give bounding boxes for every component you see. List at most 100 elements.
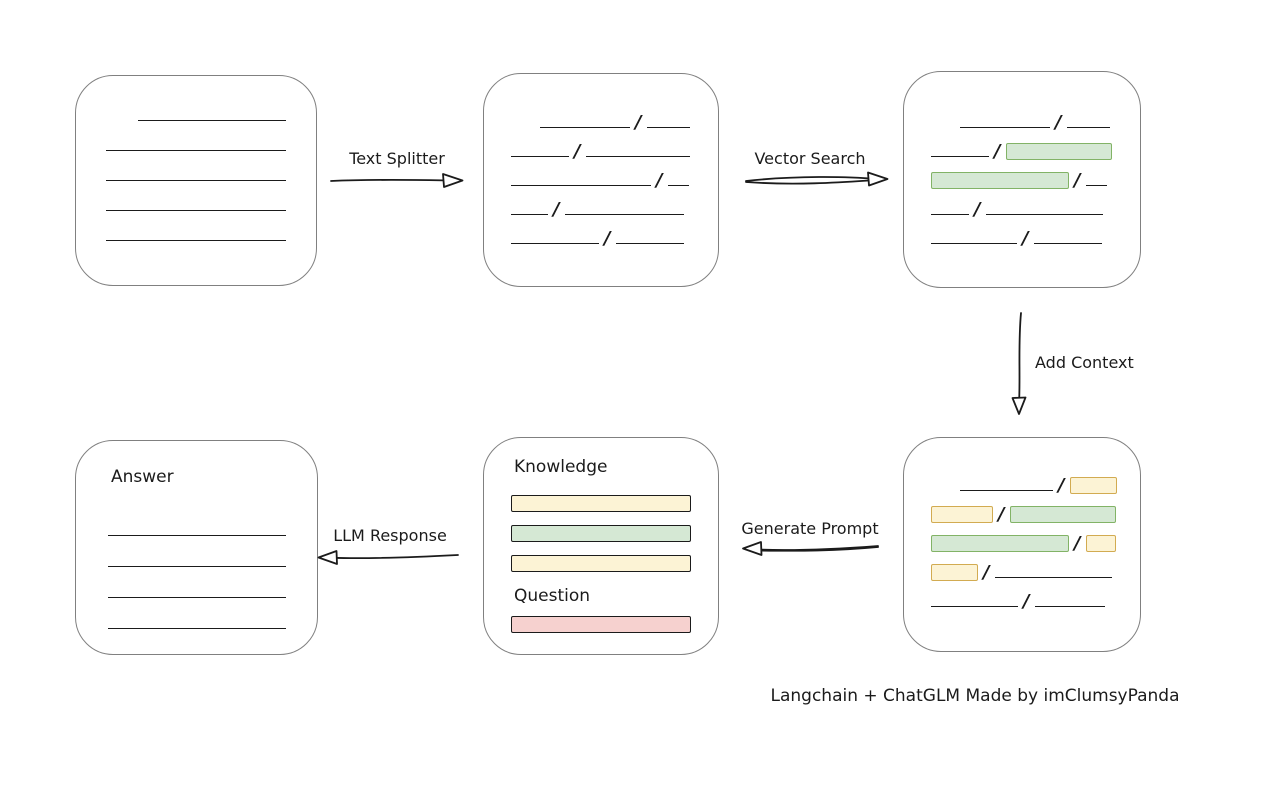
vector-search-label: Vector Search (754, 149, 866, 168)
text-line (1085, 185, 1107, 186)
text-row: / (931, 549, 1112, 582)
text-row: / (931, 215, 1111, 248)
slash-separator: / (574, 141, 581, 162)
vector-matched-chunks-box: / / / / / (903, 71, 1141, 288)
knowledge-label: Knowledge (514, 457, 608, 477)
text-line (931, 243, 1017, 244)
text-line (931, 214, 969, 215)
slash-separator: / (983, 562, 990, 583)
text-row: / (511, 99, 691, 132)
slash-separator: / (656, 170, 663, 191)
answer-line (108, 567, 286, 598)
document-text-rows (106, 91, 286, 241)
generate-prompt-label: Generate Prompt (741, 519, 879, 538)
answer-line (108, 598, 286, 629)
green-highlight-chip (1005, 143, 1112, 160)
text-line (511, 214, 548, 215)
text-row: / (931, 462, 1117, 495)
text-line (540, 127, 630, 128)
text-line (931, 606, 1018, 607)
slash-separator: / (1023, 591, 1030, 612)
text-row: / (511, 186, 691, 219)
green-highlight-chip (931, 172, 1069, 189)
yellow-highlight-chip (1085, 535, 1116, 552)
text-line (138, 120, 286, 121)
answer-box: Answer (75, 440, 318, 655)
text-row: / (931, 128, 1112, 161)
text-line (511, 243, 599, 244)
context-text-rows: / / / / / (931, 462, 1117, 611)
text-line (585, 156, 690, 157)
text-line (511, 185, 651, 186)
text-row: / (931, 491, 1116, 524)
text-line (564, 214, 684, 215)
text-line (985, 214, 1103, 215)
green-bar (511, 525, 691, 542)
green-highlight-chip (1009, 506, 1116, 523)
text-line (1033, 243, 1102, 244)
answer-label: Answer (111, 467, 174, 487)
yellow-highlight-chip (1069, 477, 1117, 494)
text-line (1034, 606, 1105, 607)
answer-lines (108, 505, 286, 629)
generate-prompt-arrow-icon (742, 541, 879, 556)
slash-separator: / (994, 141, 1001, 162)
question-label: Question (514, 586, 591, 606)
text-splitter-label: Text Splitter (349, 149, 445, 168)
chunk-text-rows: ///// (511, 99, 691, 248)
slash-separator: / (1022, 228, 1029, 249)
text-line (511, 156, 569, 157)
text-line (931, 156, 989, 157)
vector-search-arrow-icon (745, 171, 889, 187)
text-splitter-arrow-icon (330, 173, 464, 188)
add-context-label: Add Context (1035, 353, 1134, 372)
question-bars (511, 616, 691, 633)
text-line (615, 243, 684, 244)
slash-separator: / (1074, 533, 1081, 554)
text-row (106, 181, 286, 211)
yellow-highlight-chip (931, 506, 993, 523)
slash-separator: / (604, 228, 611, 249)
slash-separator: / (998, 504, 1005, 525)
answer-line (108, 505, 286, 536)
text-row (106, 91, 286, 121)
prompt-box: Knowledge Question (483, 437, 719, 655)
yellow-bar (511, 555, 691, 572)
yellow-highlight-chip (931, 564, 978, 581)
text-line (667, 185, 689, 186)
red-bar (511, 616, 691, 633)
text-line (646, 127, 690, 128)
text-row: / (931, 520, 1116, 553)
text-row: / (931, 157, 1111, 190)
text-row (106, 151, 286, 181)
text-row: / (511, 128, 691, 161)
text-line (106, 240, 286, 241)
text-line (106, 150, 286, 151)
text-line (960, 127, 1050, 128)
slash-separator: / (1058, 475, 1065, 496)
split-chunks-box: ///// (483, 73, 719, 287)
text-row: / (931, 186, 1111, 219)
answer-line (108, 536, 286, 567)
slash-separator: / (974, 199, 981, 220)
yellow-bar (511, 495, 691, 512)
text-line (1066, 127, 1110, 128)
text-row: / (931, 99, 1111, 132)
text-line (960, 490, 1053, 491)
text-line (994, 577, 1112, 578)
slash-separator: / (635, 112, 642, 133)
text-row (106, 121, 286, 151)
green-highlight-chip (931, 535, 1069, 552)
context-chunks-box: / / / / / (903, 437, 1141, 652)
matched-text-rows: / / / / / (931, 99, 1112, 248)
llm-response-arrow-icon (317, 550, 459, 565)
credit-caption: Langchain + ChatGLM Made by imClumsyPand… (770, 686, 1180, 706)
knowledge-bars (511, 495, 691, 572)
source-document-box (75, 75, 317, 286)
text-row: / (511, 157, 691, 190)
add-context-arrow-icon (1011, 312, 1027, 415)
text-row: / (511, 215, 691, 248)
llm-response-label: LLM Response (333, 526, 447, 545)
slash-separator: / (1074, 170, 1081, 191)
